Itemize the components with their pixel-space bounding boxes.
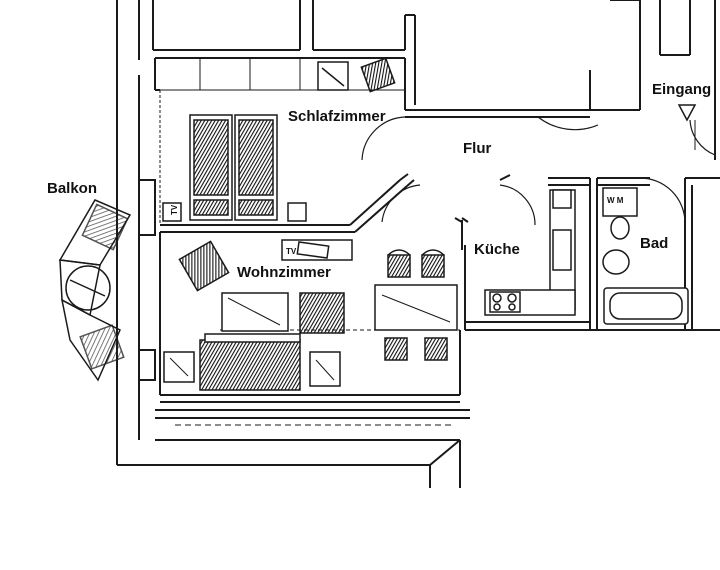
dining-area bbox=[374, 249, 458, 361]
room-label-bad: Bad bbox=[640, 235, 668, 252]
sink-icon bbox=[552, 229, 572, 271]
tv-icon bbox=[296, 241, 330, 259]
balcony-table-icon bbox=[65, 265, 111, 311]
entrance-arrow-icon bbox=[677, 104, 697, 122]
sink-icon bbox=[602, 249, 630, 275]
washing-machine-label: W M bbox=[607, 196, 624, 205]
dining-table-icon bbox=[374, 284, 458, 331]
bathroom-furniture bbox=[602, 187, 689, 325]
side-table-icon bbox=[309, 351, 341, 387]
toilet-icon bbox=[610, 216, 630, 240]
chair-icon bbox=[387, 254, 411, 278]
balcony-chair-icon bbox=[81, 203, 129, 251]
balcony-furniture bbox=[58, 199, 132, 382]
room-label-kueche: Küche bbox=[474, 241, 520, 258]
room-label-eingang: Eingang bbox=[652, 81, 711, 98]
nightstand-icon bbox=[287, 202, 307, 222]
room-label-balkon: Balkon bbox=[47, 180, 97, 197]
chair-icon bbox=[384, 337, 408, 361]
sofa-icon bbox=[199, 339, 301, 391]
living-room-furniture bbox=[163, 239, 353, 391]
washing-machine-icon bbox=[602, 187, 638, 217]
nightstand-icon bbox=[162, 202, 182, 222]
armchair-icon bbox=[299, 292, 345, 334]
tv-stand-label: TV bbox=[286, 247, 297, 256]
tv-label: TV bbox=[170, 204, 179, 215]
wardrobe-box-icon bbox=[317, 61, 349, 91]
door-swing-icon bbox=[361, 116, 716, 226]
room-label-schlafzimmer: Schlafzimmer bbox=[288, 108, 386, 125]
chair-icon bbox=[424, 337, 448, 361]
room-label-wohnzimmer: Wohnzimmer bbox=[237, 264, 331, 281]
kitchen-furniture bbox=[484, 189, 576, 316]
armchair-icon bbox=[178, 240, 230, 292]
bedroom-furniture bbox=[162, 57, 396, 222]
balcony-chair-icon bbox=[79, 324, 125, 370]
armchair-icon bbox=[360, 57, 396, 93]
chair-icon bbox=[421, 254, 445, 278]
room-label-flur: Flur bbox=[463, 140, 491, 157]
